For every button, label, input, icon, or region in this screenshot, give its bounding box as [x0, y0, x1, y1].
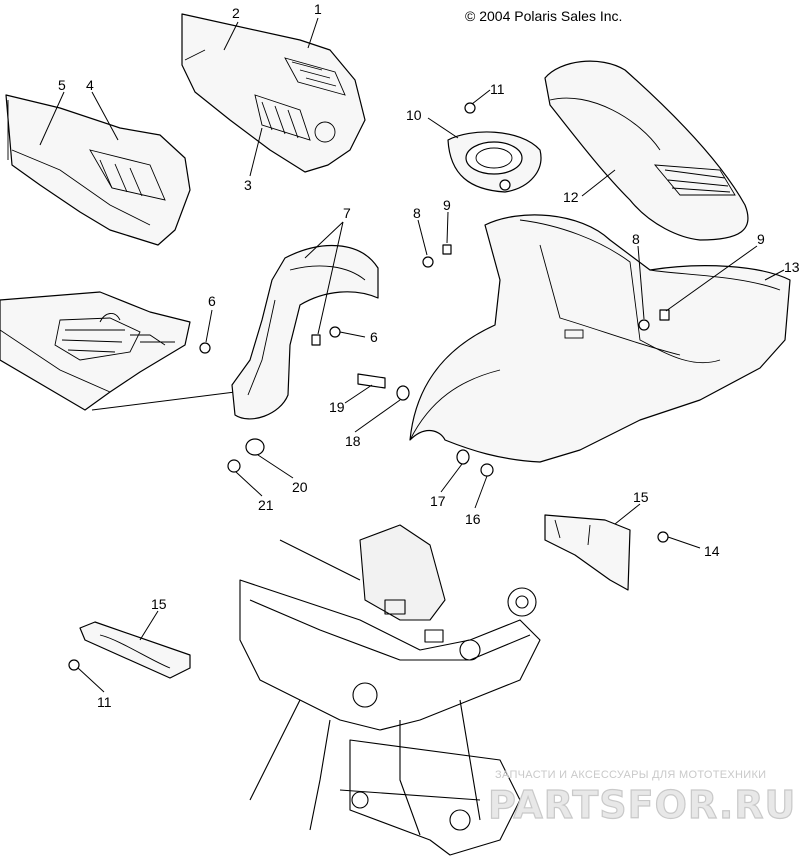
part-rear-fender — [409, 214, 791, 463]
callout-16: 16 — [465, 511, 481, 527]
nut-21 — [227, 459, 241, 473]
callout-labels: 1 2 3 4 5 6 6 7 8 8 9 9 10 11 11 12 13 1… — [58, 1, 800, 710]
callout-8-left: 8 — [413, 205, 421, 221]
watermark-brand: PARTSFOR.RU — [488, 783, 796, 827]
callout-14: 14 — [704, 543, 720, 559]
callout-9-left: 9 — [443, 197, 451, 213]
clip-9-left — [442, 244, 452, 255]
clip-9-right — [659, 309, 670, 321]
screw-10 — [499, 179, 511, 191]
callout-8-right: 8 — [632, 231, 640, 247]
part-fender-flare — [231, 244, 379, 420]
callout-7: 7 — [343, 205, 351, 221]
clip-7 — [311, 334, 321, 346]
callout-3: 3 — [244, 177, 252, 193]
part-bracket-right — [544, 514, 631, 591]
part-seat — [544, 60, 749, 241]
callout-15-left: 15 — [151, 596, 167, 612]
leader-lines — [39, 17, 785, 693]
callout-4: 4 — [86, 77, 94, 93]
callout-6-right: 6 — [370, 329, 378, 345]
screw-14 — [657, 531, 669, 543]
part-bracket-left — [79, 621, 191, 679]
washer-17 — [456, 449, 470, 465]
callout-12: 12 — [563, 189, 579, 205]
callout-20: 20 — [292, 479, 308, 495]
screw-8-right — [638, 319, 650, 331]
screw-6-right — [329, 326, 341, 338]
part-hardware — [68, 102, 670, 671]
callout-11-top: 11 — [490, 81, 505, 97]
part-trim-ring — [447, 131, 542, 193]
screw-6-left — [199, 342, 211, 354]
callout-13: 13 — [784, 259, 800, 275]
callout-17: 17 — [430, 493, 446, 509]
callout-9-right: 9 — [757, 231, 765, 247]
part-footrest — [0, 291, 236, 411]
callout-1: 1 — [314, 1, 322, 17]
nut-16 — [480, 463, 494, 477]
screw-11-bottom — [68, 659, 80, 671]
callout-5: 5 — [58, 77, 66, 93]
part-footwell-panel-right — [181, 13, 366, 173]
callout-6-left: 6 — [208, 293, 216, 309]
part-footwell-panel-left — [5, 94, 191, 246]
part-frame — [239, 524, 541, 856]
screw-8-left — [422, 256, 434, 268]
callout-10: 10 — [406, 107, 422, 123]
callout-15-right: 15 — [633, 489, 649, 505]
washer-18 — [396, 385, 410, 401]
callout-19: 19 — [329, 399, 345, 415]
watermark-subtitle: ЗАПЧАСТИ И АКСЕССУАРЫ ДЛЯ МОТОТЕХНИКИ — [495, 769, 766, 781]
callout-18: 18 — [345, 433, 361, 449]
callout-21: 21 — [258, 497, 274, 513]
watermark: ЗАПЧАСТИ И АКСЕССУАРЫ ДЛЯ МОТОТЕХНИКИ PA… — [487, 769, 796, 828]
screw-11-top — [464, 102, 476, 114]
bolt-19 — [357, 373, 386, 389]
callout-2: 2 — [232, 5, 240, 21]
washer-20 — [245, 438, 265, 456]
callout-11-bottom: 11 — [97, 694, 112, 710]
copyright-text: © 2004 Polaris Sales Inc. — [465, 8, 622, 24]
